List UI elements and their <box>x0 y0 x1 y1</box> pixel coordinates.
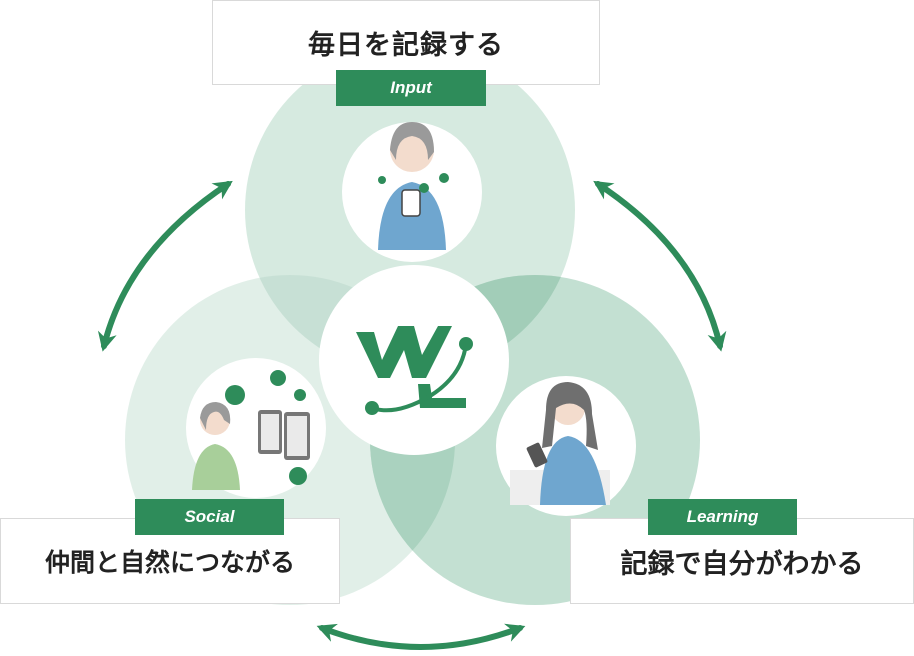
arrow-social-learning <box>316 623 526 650</box>
learning-tag: Learning <box>648 499 797 535</box>
arrow-input-social <box>97 180 233 352</box>
input-tag-label: Input <box>390 78 432 97</box>
social-illustration <box>186 358 326 498</box>
social-title: 仲間と自然につながる <box>44 548 295 577</box>
arrow-input-learning <box>593 180 727 352</box>
social-tag-label: Social <box>184 507 235 526</box>
input-illustration <box>342 122 482 262</box>
learning-title: 記録で自分がわかる <box>620 548 864 580</box>
social-tag: Social <box>135 499 284 535</box>
input-title: 毎日を記録する <box>308 30 504 61</box>
input-tag: Input <box>336 70 486 106</box>
wl-logo-icon <box>319 265 509 455</box>
learning-illustration <box>496 376 636 516</box>
learning-tag-label: Learning <box>686 507 759 526</box>
